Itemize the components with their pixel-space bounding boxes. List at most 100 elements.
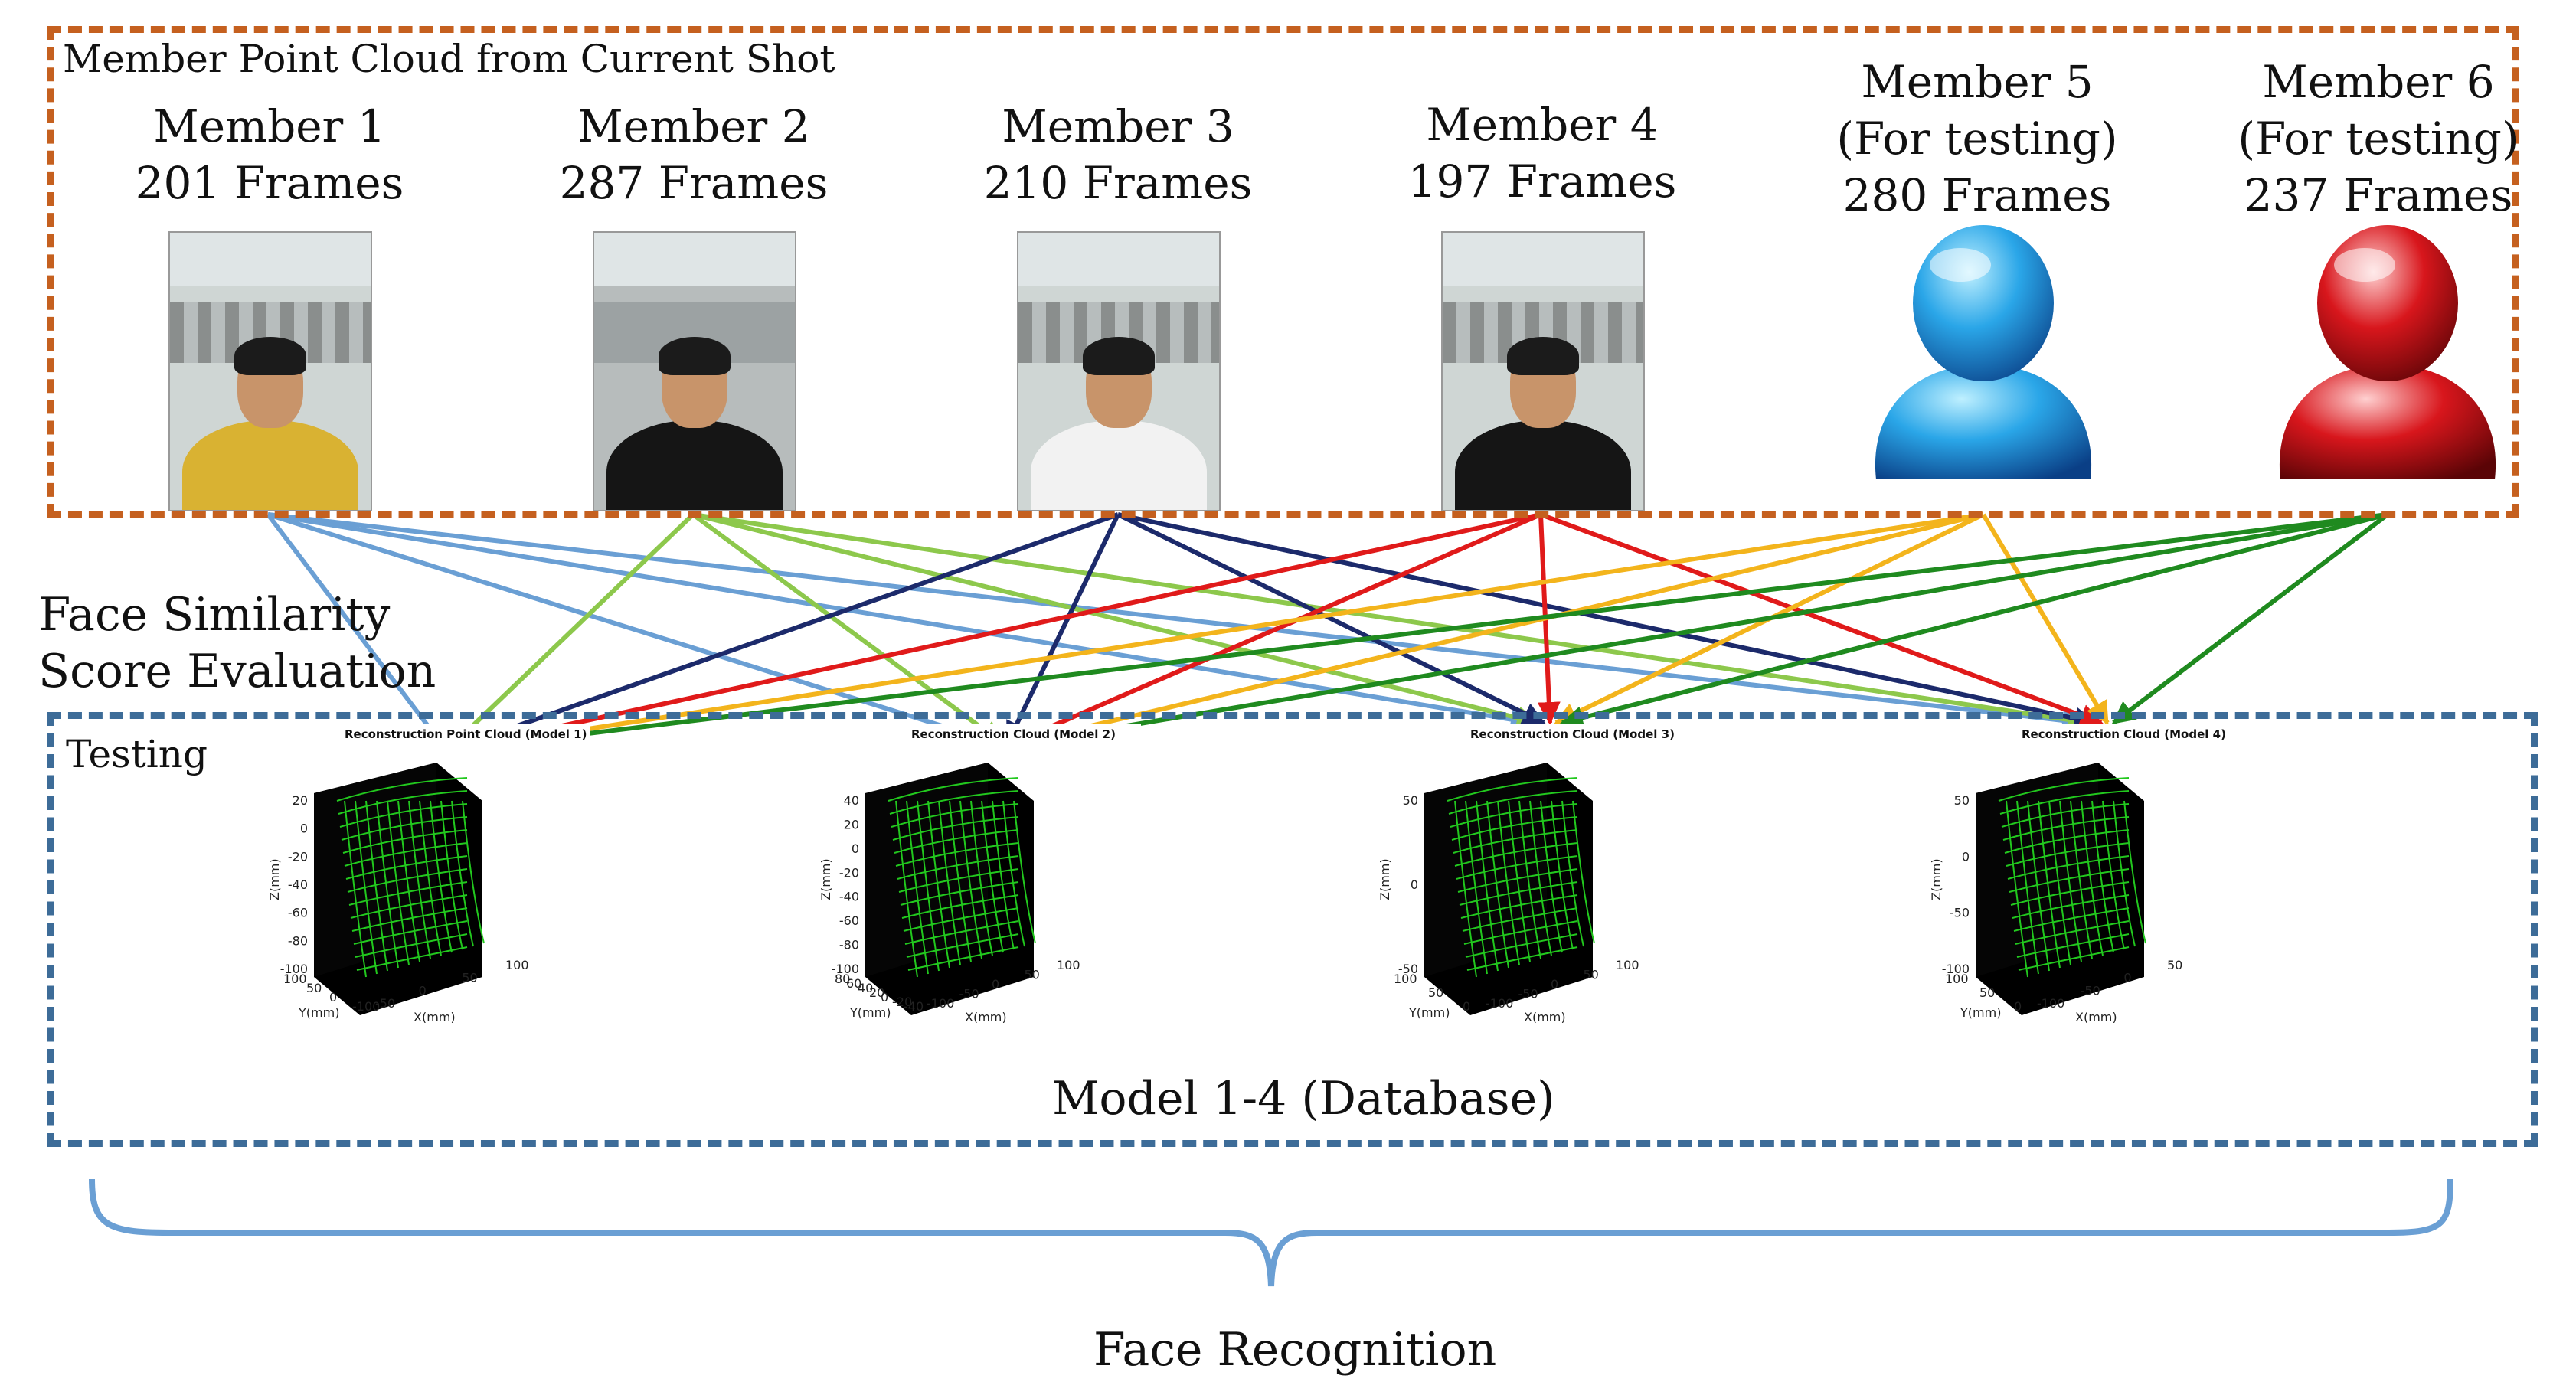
y-tick-label: -40 bbox=[904, 999, 924, 1014]
y-tick-label: 20 bbox=[869, 985, 884, 1000]
member-4-shirt bbox=[1455, 420, 1631, 510]
line-member-2-to-model-4 bbox=[692, 512, 2091, 731]
model-3-panel: Reconstruction Cloud (Model 3) Z(mm)Y(mm… bbox=[1317, 724, 1700, 1092]
member-2-photo bbox=[593, 231, 796, 511]
face-recognition-label: Face Recognition bbox=[1093, 1323, 1497, 1377]
x-tick-label: 100 bbox=[1057, 958, 1080, 972]
z-tick-label: 0 bbox=[300, 822, 308, 836]
member-6-label: Member 6 (For testing) 237 Frames bbox=[2210, 54, 2547, 224]
line-member-4-to-model-1 bbox=[460, 512, 1541, 754]
y-tick-label: 50 bbox=[306, 981, 322, 995]
z-axis-label: Z(mm) bbox=[1929, 858, 1943, 900]
model-1-panel: Reconstruction Point Cloud (Model 1) Z(m… bbox=[207, 724, 590, 1092]
z-tick-label: -100 bbox=[280, 962, 308, 976]
line-member-4-to-model-2 bbox=[1012, 512, 1542, 746]
line-member-6-to-model-1 bbox=[472, 512, 2388, 756]
line-member-3-to-model-4 bbox=[1117, 512, 2097, 730]
x-tick-label: -50 bbox=[1518, 987, 1538, 1001]
z-axis-label: Z(mm) bbox=[819, 858, 833, 900]
member-4-photo bbox=[1441, 231, 1645, 511]
line-member-2-to-model-3 bbox=[692, 512, 1540, 730]
line-member-3-to-model-3 bbox=[1116, 512, 1546, 725]
z-tick-label: -20 bbox=[288, 849, 308, 864]
z-tick-label: -20 bbox=[839, 865, 859, 880]
line-member-6-to-model-2 bbox=[1024, 512, 2388, 751]
model-1-point-cloud: Z(mm)Y(mm)X(mm)200-20-40-60-80-100100500… bbox=[267, 763, 529, 1023]
member-5-note: (For testing) bbox=[1836, 113, 2118, 165]
z-axis-label: Z(mm) bbox=[1378, 858, 1392, 900]
member-3-label: Member 3 210 Frames bbox=[950, 98, 1286, 211]
line-member-6-to-model-4 bbox=[2111, 512, 2389, 725]
y-axis-label: Y(mm) bbox=[849, 1005, 891, 1020]
x-tick-label: 50 bbox=[462, 971, 477, 985]
testing-phase-box bbox=[47, 712, 2538, 1147]
z-tick-label: -60 bbox=[288, 906, 308, 920]
x-tick-label: -100 bbox=[2037, 996, 2064, 1011]
member-2-frames: 287 Frames bbox=[559, 157, 829, 209]
y-tick-label: 80 bbox=[835, 972, 850, 986]
model-4-title: Reconstruction Cloud (Model 4) bbox=[2022, 727, 2226, 741]
x-axis-label: X(mm) bbox=[2075, 1010, 2117, 1023]
user-icon-red bbox=[2279, 225, 2496, 479]
z-tick-label: 20 bbox=[844, 817, 859, 831]
z-tick-label: -80 bbox=[288, 933, 308, 948]
user-icon-blue bbox=[1875, 225, 2092, 479]
y-tick-label: 100 bbox=[1394, 972, 1417, 986]
model-4-panel: Reconstruction Cloud (Model 4) Z(mm)Y(mm… bbox=[1868, 724, 2251, 1092]
x-tick-label: 100 bbox=[505, 958, 529, 972]
y-tick-label: 100 bbox=[283, 972, 307, 986]
member-6-frames: 237 Frames bbox=[2244, 169, 2513, 221]
member-1-name: Member 1 bbox=[153, 100, 386, 152]
x-tick-label: 50 bbox=[2167, 958, 2182, 972]
x-tick-label: 50 bbox=[1025, 968, 1040, 982]
line-member-5-to-model-1 bbox=[466, 512, 1984, 756]
similarity-label-line1: Face Similarity bbox=[38, 588, 391, 642]
line-member-1-to-model-1 bbox=[266, 513, 446, 750]
member-4-frames: 197 Frames bbox=[1407, 155, 1677, 207]
member-5-name: Member 5 bbox=[1861, 56, 2094, 108]
face-mesh bbox=[888, 777, 1036, 978]
z-tick-label: -60 bbox=[839, 913, 859, 928]
member-1-frames: 201 Frames bbox=[135, 157, 404, 209]
member-1-photo bbox=[168, 231, 372, 511]
member-3-shirt bbox=[1031, 420, 1207, 510]
y-tick-label: 60 bbox=[846, 976, 861, 991]
member-3-frames: 210 Frames bbox=[983, 157, 1253, 209]
z-tick-label: 40 bbox=[844, 793, 859, 808]
member-4-label: Member 4 197 Frames bbox=[1374, 96, 1711, 210]
x-tick-label: 0 bbox=[1551, 977, 1558, 992]
y-tick-label: 0 bbox=[329, 990, 337, 1005]
z-tick-label: -100 bbox=[832, 962, 859, 976]
similarity-label-line2: Score Evaluation bbox=[38, 645, 436, 698]
member-5-frames: 280 Frames bbox=[1842, 169, 2112, 221]
y-tick-label: -100 bbox=[352, 999, 380, 1014]
face-mesh bbox=[1447, 777, 1595, 978]
z-tick-label: -50 bbox=[1950, 906, 1970, 920]
model-3-title: Reconstruction Cloud (Model 3) bbox=[1470, 727, 1675, 741]
line-member-1-to-model-3 bbox=[267, 512, 1534, 731]
y-tick-label: 0 bbox=[881, 990, 888, 1005]
member-point-cloud-box bbox=[47, 26, 2519, 518]
x-tick-label: 50 bbox=[1584, 968, 1599, 982]
y-tick-label: 40 bbox=[858, 981, 873, 995]
x-tick-label: -50 bbox=[375, 996, 395, 1011]
y-tick-label: 50 bbox=[1979, 985, 1995, 1000]
face-recognition-brace bbox=[89, 1178, 2453, 1287]
model-2-point-cloud: Z(mm)Y(mm)X(mm)40200-20-40-60-80-1008060… bbox=[819, 763, 1080, 1023]
member-2-label: Member 2 287 Frames bbox=[525, 98, 862, 211]
x-tick-label: 0 bbox=[2123, 971, 2131, 985]
similarity-label: Face Similarity Score Evaluation bbox=[38, 586, 436, 700]
z-tick-label: -80 bbox=[839, 938, 859, 952]
line-member-1-to-model-2 bbox=[267, 512, 998, 748]
z-tick-label: -40 bbox=[288, 877, 308, 892]
y-tick-label: -20 bbox=[892, 995, 912, 1009]
x-tick-label: -50 bbox=[2081, 983, 2100, 998]
member-6-note: (For testing) bbox=[2238, 113, 2519, 165]
x-tick-label: -100 bbox=[927, 996, 954, 1011]
member-2-shirt bbox=[606, 420, 783, 510]
member-3-photo bbox=[1017, 231, 1221, 511]
x-axis-label: X(mm) bbox=[965, 1010, 1007, 1023]
